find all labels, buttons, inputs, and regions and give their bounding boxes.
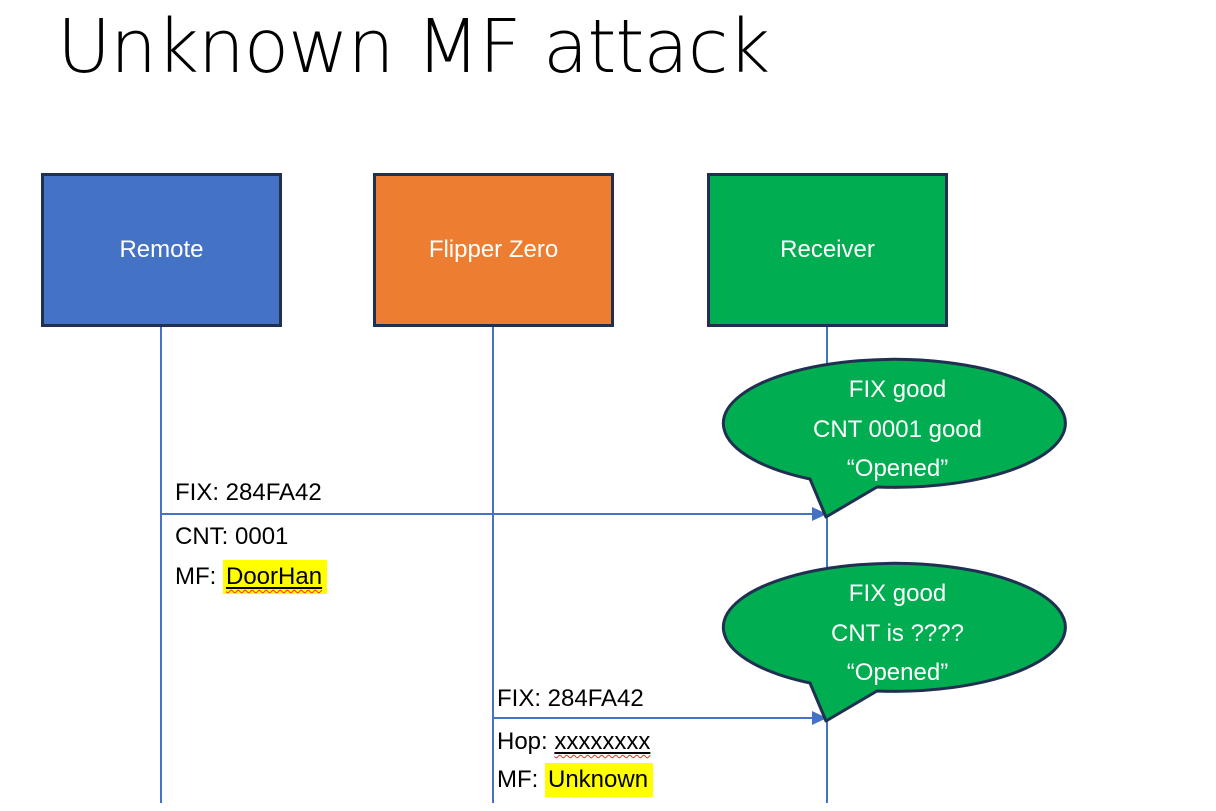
lifeline-flipper-zero <box>492 327 494 803</box>
misspelled-value: xxxxxxxx <box>554 728 651 755</box>
callout-line: FIX good <box>848 580 947 607</box>
actor-label: Flipper Zero <box>428 236 559 263</box>
message-1-line-fix: FIX: 284FA42 <box>175 479 322 506</box>
actor-label: Remote <box>119 236 204 263</box>
highlighted-value: DoorHan <box>223 560 328 594</box>
callout-text: FIX good CNT 0001 good “Opened” <box>715 354 1080 490</box>
page-title: Unknown MF attack <box>57 4 770 90</box>
actor-box-remote: Remote <box>41 173 282 327</box>
message-2-line-hop: Hop: xxxxxxxx <box>497 727 650 757</box>
speech-bubble-outline <box>721 357 1067 519</box>
callout-line: “Opened” <box>846 659 949 686</box>
callout-line: “Opened” <box>846 455 949 482</box>
message-arrow-flipper-to-receiver <box>493 717 814 719</box>
speech-bubble-shape <box>721 561 1067 723</box>
message-1-line-cnt: CNT: 0001 <box>175 523 289 550</box>
message-1-line-mf: MF: DoorHan <box>175 560 328 594</box>
message-arrow-remote-to-receiver <box>161 513 814 515</box>
highlighted-value: Unknown <box>545 763 654 797</box>
speech-callout-1: FIX good CNT 0001 good “Opened” <box>715 354 1080 524</box>
lifeline-remote <box>160 327 162 803</box>
misspelled-value: DoorHan <box>226 563 323 590</box>
callout-line: CNT 0001 good <box>812 415 982 443</box>
speech-callout-2: FIX good CNT is ???? “Opened” <box>715 558 1080 728</box>
message-2-line-fix: FIX: 284FA42 <box>497 685 644 712</box>
lifeline-receiver <box>826 327 828 803</box>
speech-bubble-shape <box>721 357 1067 519</box>
message-2-line-mf: MF: Unknown <box>497 763 654 797</box>
callout-line: FIX good <box>848 376 947 403</box>
actor-box-receiver: Receiver <box>707 173 948 327</box>
hop-prefix: Hop: <box>497 728 555 755</box>
actor-label: Receiver <box>780 236 875 263</box>
callout-text: FIX good CNT is ???? “Opened” <box>715 558 1080 694</box>
mf-prefix: MF: <box>497 766 545 793</box>
actor-box-flipper-zero: Flipper Zero <box>373 173 614 327</box>
callout-line: CNT is ???? <box>831 619 964 647</box>
mf-prefix: MF: <box>175 563 223 590</box>
speech-bubble-outline <box>721 561 1067 723</box>
